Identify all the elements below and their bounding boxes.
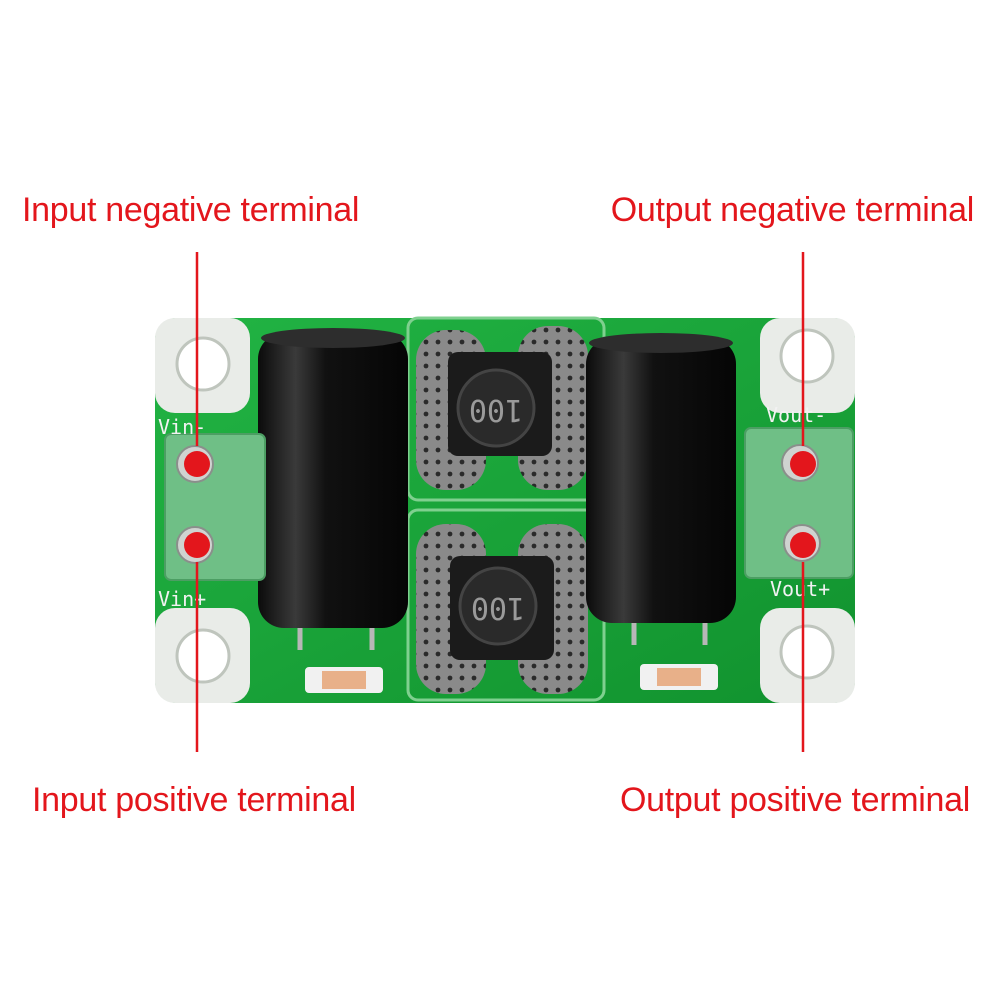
silk-vin-minus: Vin- (158, 415, 206, 439)
mounting-hole-bl (155, 608, 250, 703)
capacitor-right (586, 333, 736, 645)
mounting-hole-tl (155, 318, 250, 413)
marker-input-negative (184, 451, 210, 477)
silk-vout-plus: Vout+ (770, 577, 830, 601)
marker-output-negative (790, 451, 816, 477)
marker-input-positive (184, 532, 210, 558)
mounting-hole-br (760, 608, 855, 703)
capacitor-left (258, 328, 408, 650)
label-output-negative-terminal: Output negative terminal (610, 191, 975, 229)
silk-vout-minus: Vout- (766, 403, 826, 427)
inductor-bottom: 100 (450, 556, 554, 660)
label-input-positive-terminal: Input positive terminal (32, 781, 356, 819)
inductor-top: 100 (448, 352, 552, 456)
marker-output-positive (790, 532, 816, 558)
label-output-positive-terminal: Output positive terminal (620, 781, 970, 819)
smd-left (305, 667, 383, 693)
svg-text:100: 100 (469, 392, 523, 427)
silk-vin-plus: Vin+ (158, 587, 206, 611)
terminal-block-input (164, 433, 266, 581)
smd-right (640, 664, 718, 690)
svg-text:100: 100 (471, 590, 525, 625)
mounting-hole-tr (760, 318, 855, 413)
label-input-negative-terminal: Input negative terminal (22, 191, 360, 229)
